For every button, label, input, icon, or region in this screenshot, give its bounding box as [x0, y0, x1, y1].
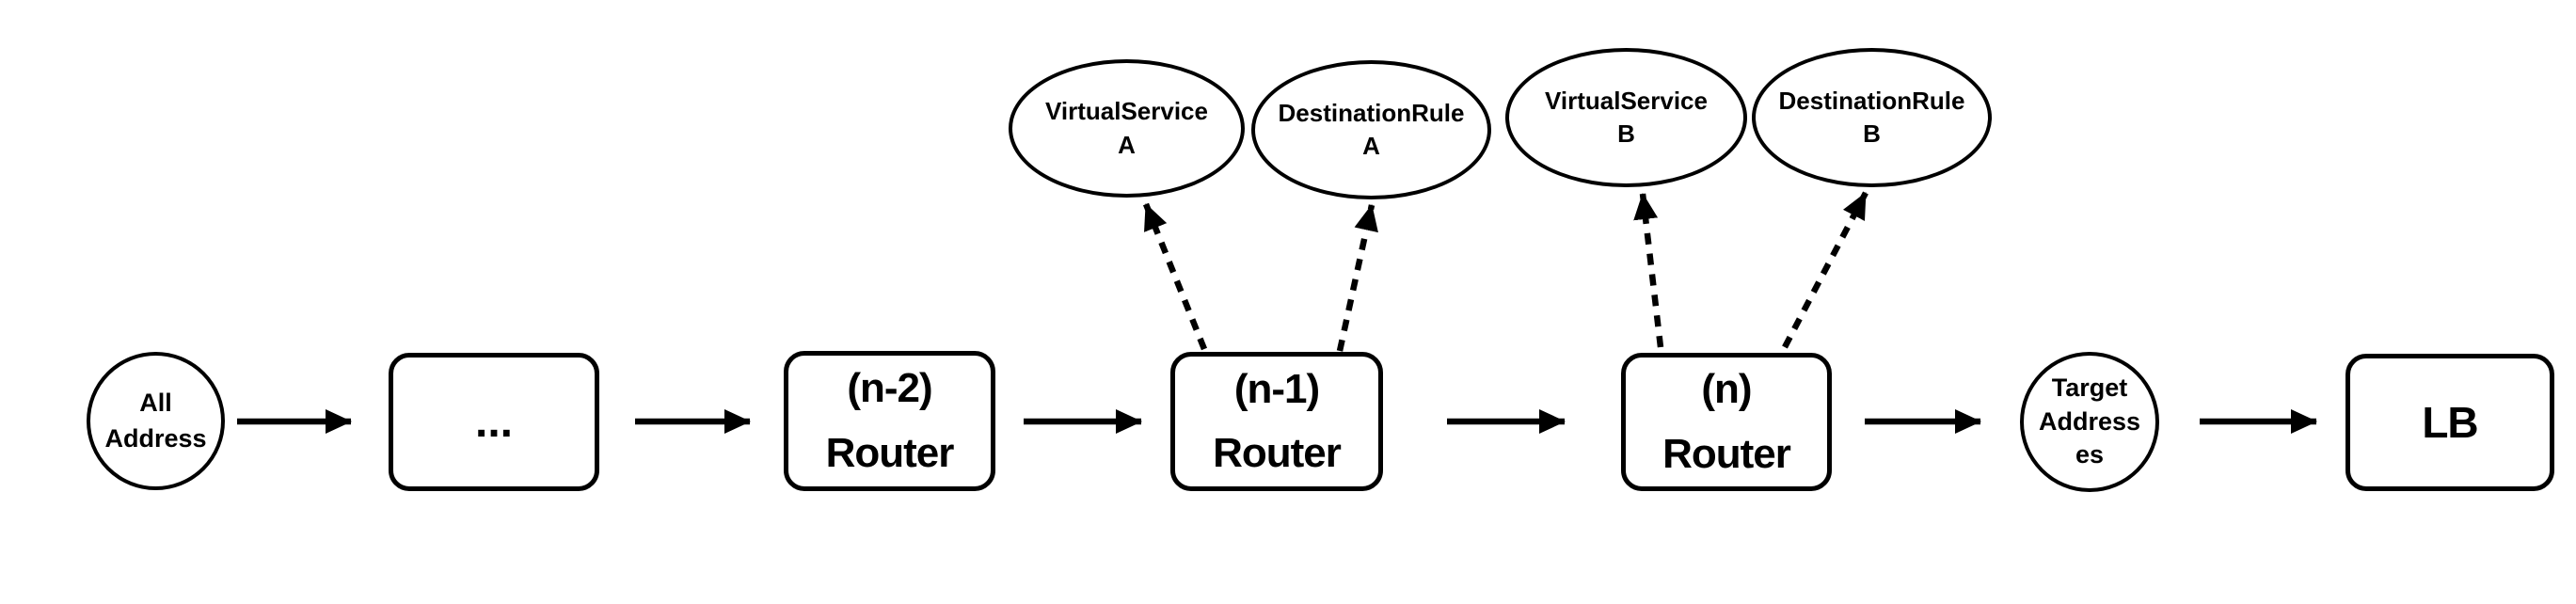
- node-destinationrule-a-label: DestinationRule A: [1278, 98, 1465, 160]
- dashed-arrow-router-n1-to-destinationrule-a: [1336, 204, 1378, 352]
- node-virtualservice-a-label: VirtualService A: [1045, 97, 1208, 159]
- node-all-address-label: All Address: [104, 388, 207, 453]
- node-destinationrule-b: DestinationRule B: [1752, 48, 1992, 187]
- node-lb: LB: [2345, 354, 2554, 491]
- node-lb-label: LB: [2422, 398, 2478, 447]
- dashed-arrow-router-n1-to-virtualservice-a: [1142, 202, 1208, 351]
- node-target-addresses: Target Address es: [2020, 352, 2159, 492]
- node-virtualservice-b-label: VirtualService B: [1545, 86, 1708, 148]
- node-router-n-minus-2: (n-2) Router: [784, 351, 995, 491]
- node-destinationrule-a: DestinationRule A: [1251, 60, 1491, 199]
- node-intermediate-routers-label: ...: [474, 396, 513, 447]
- node-router-n-minus-1: (n-1) Router: [1170, 352, 1383, 491]
- node-intermediate-routers: ...: [389, 353, 599, 491]
- node-all-address: All Address: [87, 352, 225, 490]
- node-router-n-minus-1-label: (n-1) Router: [1213, 365, 1342, 476]
- node-router-n-label: (n) Router: [1662, 366, 1791, 477]
- node-virtualservice-a: VirtualService A: [1009, 59, 1245, 198]
- node-router-n: (n) Router: [1621, 353, 1832, 491]
- node-destinationrule-b-label: DestinationRule B: [1778, 86, 1965, 148]
- node-target-addresses-label: Target Address es: [2038, 373, 2141, 469]
- dashed-arrow-router-n-to-virtualservice-b: [1633, 193, 1664, 348]
- node-router-n-minus-2-label: (n-2) Router: [825, 365, 955, 476]
- dashed-arrow-router-n-to-destinationrule-b: [1782, 191, 1868, 349]
- node-virtualservice-b: VirtualService B: [1505, 48, 1747, 187]
